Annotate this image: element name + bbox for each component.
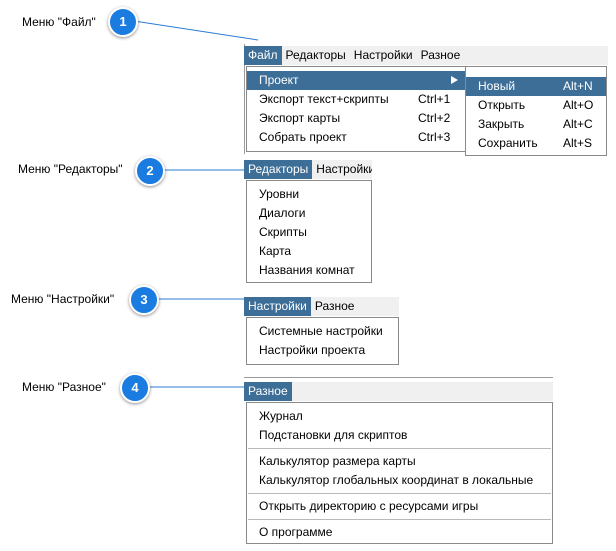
callout-label-editors: Меню "Редакторы" — [18, 162, 123, 176]
menu-item-log[interactable]: Журнал — [259, 409, 303, 423]
menu-item-build-project[interactable]: Собрать проект Ctrl+3 — [247, 128, 465, 147]
callout-badge-3: 3 — [129, 285, 159, 315]
menu-item-shortcut: Ctrl+1 — [418, 92, 451, 106]
menu-item-script-substitutions[interactable]: Подстановки для скриптов — [259, 428, 408, 442]
submenu-arrow-icon — [451, 76, 458, 84]
callout-label-file: Меню "Файл" — [22, 15, 96, 29]
callout-badge-4: 4 — [120, 373, 150, 403]
submenu-item-close[interactable]: Закрыть Alt+C — [466, 115, 606, 134]
submenu-item-shortcut: Alt+O — [563, 98, 594, 112]
menu-separator — [248, 519, 551, 520]
menu-item-label: Экспорт текст+скрипты — [259, 92, 389, 106]
submenu-item-label: Закрыть — [478, 117, 525, 131]
settings-menubar: Настройки Разное — [244, 297, 399, 316]
menu-item-label: Проект — [259, 73, 299, 87]
menu-item-scripts[interactable]: Скрипты — [259, 225, 307, 239]
menu-item-label: Экспорт карты — [259, 111, 341, 125]
submenu-item-open[interactable]: Открыть Alt+O — [466, 96, 606, 115]
callout-badge-1: 1 — [108, 7, 138, 37]
menu-item-project[interactable]: Проект — [247, 71, 465, 90]
file-menubar: Файл Редакторы Настройки Разное — [244, 46, 608, 65]
menu-settings[interactable]: Настройки — [353, 48, 413, 62]
submenu-item-shortcut: Alt+C — [563, 117, 593, 131]
menu-item-export-map[interactable]: Экспорт карты Ctrl+2 — [247, 109, 465, 128]
menu-item-export-text-scripts[interactable]: Экспорт текст+скрипты Ctrl+1 — [247, 90, 465, 109]
menu-editors[interactable]: Редакторы — [285, 48, 346, 62]
callout-badge-2: 2 — [135, 156, 165, 186]
submenu-item-label: Новый — [478, 79, 516, 93]
callout-label-settings: Меню "Настройки" — [11, 292, 115, 306]
menu-settings[interactable]: Настройки — [244, 297, 311, 316]
menu-item-dialogs[interactable]: Диалоги — [259, 206, 306, 220]
callout-label-misc: Меню "Разное" — [22, 380, 106, 394]
misc-dropdown: Журнал Подстановки для скриптов Калькуля… — [246, 402, 553, 544]
file-dropdown: Проект Экспорт текст+скрипты Ctrl+1 Эксп… — [246, 66, 466, 152]
submenu-item-shortcut: Alt+N — [563, 79, 593, 93]
menu-misc[interactable]: Разное — [420, 48, 461, 62]
submenu-item-label: Открыть — [478, 98, 526, 112]
project-submenu: Новый Alt+N Открыть Alt+O Закрыть Alt+C … — [465, 66, 607, 156]
menu-separator — [248, 493, 551, 494]
submenu-item-new[interactable]: Новый Alt+N — [466, 77, 606, 96]
misc-menubar: Разное — [244, 382, 553, 401]
menu-item-coordinate-calculator[interactable]: Калькулятор глобальных координат в локал… — [259, 473, 534, 487]
menu-item-about[interactable]: О программе — [259, 525, 333, 539]
window-edge — [244, 44, 245, 154]
menu-settings[interactable]: Настройки — [316, 162, 372, 176]
window-edge — [244, 377, 553, 378]
menu-item-label: Собрать проект — [259, 130, 347, 144]
submenu-item-save[interactable]: Сохранить Alt+S — [466, 134, 606, 153]
menu-item-map[interactable]: Карта — [259, 244, 292, 258]
submenu-item-label: Сохранить — [478, 136, 538, 150]
menu-misc[interactable]: Разное — [314, 299, 355, 313]
menu-misc[interactable]: Разное — [244, 382, 292, 401]
menu-item-room-names[interactable]: Названия комнат — [259, 263, 355, 277]
editors-dropdown: Уровни Диалоги Скрипты Карта Названия ко… — [246, 180, 372, 283]
menu-item-shortcut: Ctrl+3 — [418, 130, 451, 144]
menu-item-project-settings[interactable]: Настройки проекта — [259, 343, 366, 357]
submenu-item-shortcut: Alt+S — [563, 136, 593, 150]
menu-file[interactable]: Файл — [244, 46, 282, 65]
menu-item-levels[interactable]: Уровни — [259, 187, 300, 201]
menu-editors[interactable]: Редакторы — [244, 160, 313, 179]
menu-item-open-resources-directory[interactable]: Открыть директорию с ресурсами игры — [259, 499, 479, 513]
menu-item-system-settings[interactable]: Системные настройки — [259, 324, 383, 338]
menu-item-map-size-calculator[interactable]: Калькулятор размера карты — [259, 454, 416, 468]
menu-item-shortcut: Ctrl+2 — [418, 111, 451, 125]
editors-menubar: Редакторы Настройки — [244, 160, 372, 179]
menu-separator — [248, 448, 551, 449]
settings-dropdown: Системные настройки Настройки проекта — [246, 317, 399, 365]
